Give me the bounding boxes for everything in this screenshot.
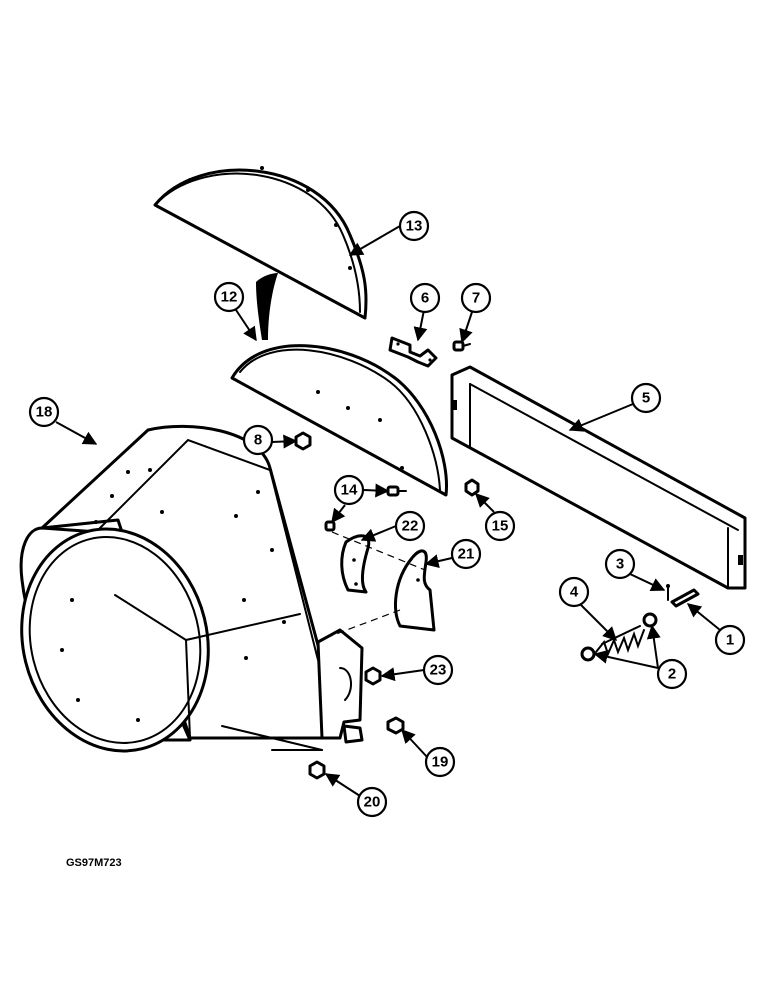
part-5-frame [450, 365, 747, 590]
callout-18: 18 [28, 396, 60, 428]
part-6-bracket [388, 336, 438, 368]
callout-13: 13 [398, 210, 430, 242]
callout-22-label: 22 [402, 518, 419, 535]
callout-4-label: 4 [570, 584, 579, 601]
callout-4: 4 [558, 576, 590, 608]
callout-8: 8 [242, 424, 274, 456]
part-15-nut [464, 478, 480, 497]
callout-7-label: 7 [472, 290, 480, 307]
callout-22: 22 [394, 510, 426, 542]
callout-12: 12 [213, 281, 245, 313]
part-13-upper-cover [153, 166, 368, 320]
callout-1-label: 1 [726, 632, 734, 649]
callout-13-label: 13 [406, 218, 423, 235]
callout-15-label: 15 [492, 518, 509, 535]
part-18-fan-housing [19, 424, 364, 753]
callout-12-label: 12 [221, 289, 238, 306]
figure-code: GS97M723 [66, 857, 122, 869]
callout-3: 3 [604, 548, 636, 580]
assembly-line [331, 531, 426, 571]
part-1-clip [670, 588, 700, 608]
callout-7: 7 [460, 282, 492, 314]
callout-1: 1 [714, 624, 746, 656]
part-12-lower-cover [230, 344, 449, 497]
leader-lines [55, 225, 721, 797]
part-22-plate [340, 534, 371, 594]
part-20-nut [308, 760, 326, 780]
callout-5-label: 5 [642, 390, 650, 407]
callout-6-label: 6 [421, 290, 429, 307]
part-7-bolt [452, 340, 471, 352]
callout-3-label: 3 [616, 556, 624, 573]
part-8-nut [294, 431, 312, 451]
shading-strip [256, 273, 278, 340]
callout-8-label: 8 [254, 432, 262, 449]
part-4-spring [595, 625, 645, 657]
callout-23-label: 23 [430, 662, 447, 679]
callout-21: 21 [450, 538, 482, 570]
callout-14: 14 [333, 474, 365, 506]
callout-20: 20 [356, 786, 388, 818]
callout-5: 5 [630, 382, 662, 414]
part-19-bolt [386, 716, 405, 735]
part-21-plate [394, 549, 436, 632]
part-3-pin [666, 584, 670, 601]
callout-6: 6 [409, 282, 441, 314]
part-23-nut [364, 666, 382, 686]
callout-2-label: 2 [668, 666, 676, 683]
callout-21-label: 21 [458, 546, 475, 563]
callout-19-label: 19 [432, 754, 449, 771]
assembly-line [319, 609, 401, 641]
callout-18-label: 18 [36, 404, 53, 421]
part-2-washers [580, 612, 658, 662]
callout-23: 23 [422, 654, 454, 686]
callout-19: 19 [424, 746, 456, 778]
callout-2: 2 [656, 658, 688, 690]
callout-15: 15 [484, 510, 516, 542]
callout-20-label: 20 [364, 794, 381, 811]
callout-14-label: 14 [341, 482, 358, 499]
